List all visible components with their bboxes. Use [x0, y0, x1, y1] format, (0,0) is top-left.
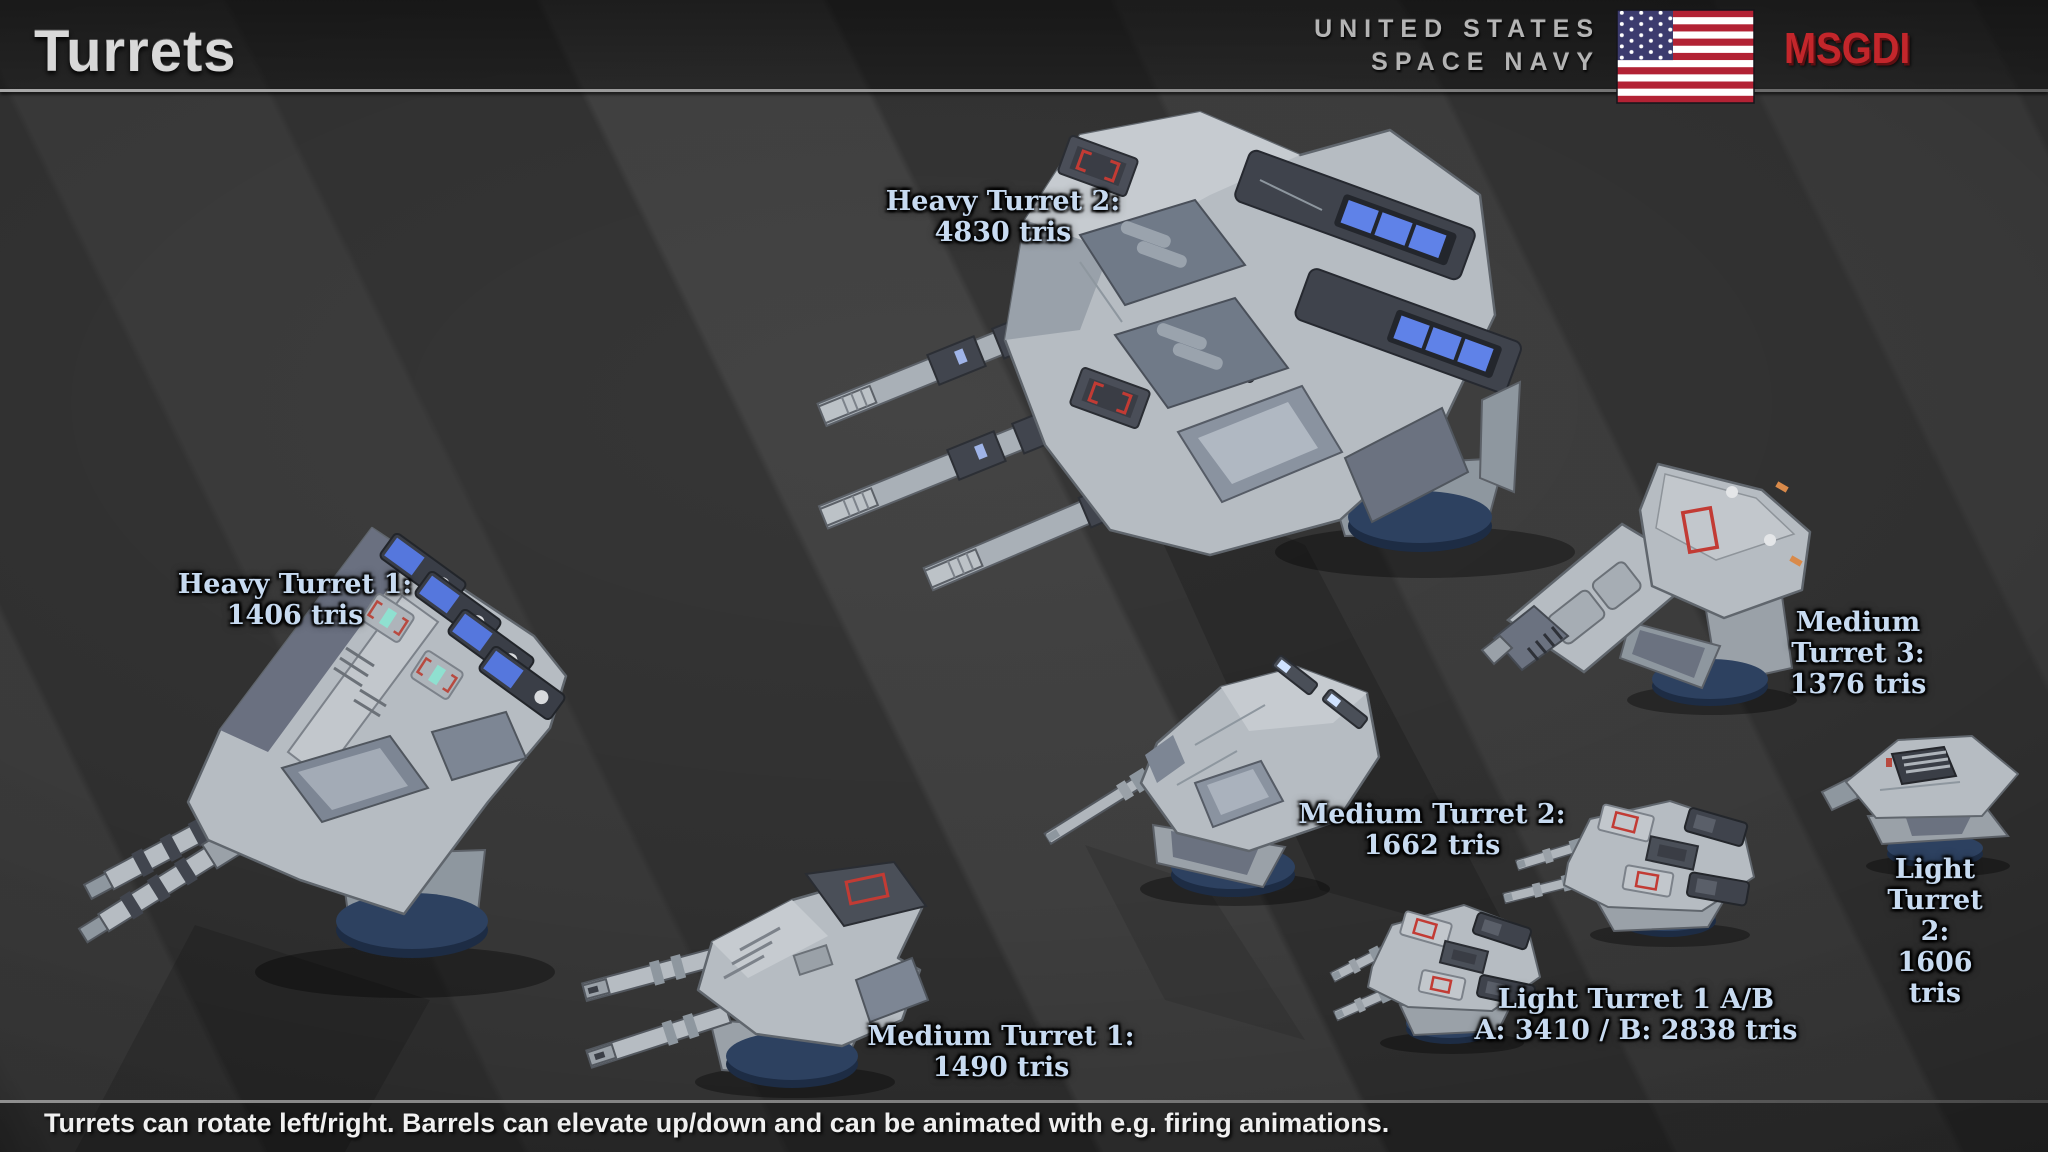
org-name-line2: SPACE NAVY — [1371, 48, 1600, 76]
turret-name: Heavy Turret 2: — [885, 186, 1121, 217]
turret-tris: 1406 tris — [226, 600, 364, 631]
us-flag-icon — [1616, 9, 1755, 104]
turret-name: Medium Turret 2: — [1298, 799, 1566, 830]
medium-turret-3-label: Medium Turret 3: 1376 tris — [1763, 607, 1953, 700]
header-divider — [0, 89, 2048, 92]
medium-turret-2-label: Medium Turret 2: 1662 tris — [1298, 799, 1565, 861]
medium-turret-3-render — [1480, 462, 1812, 715]
footer-bar — [0, 1103, 2048, 1152]
heavy-turret-2-render — [816, 110, 1575, 592]
light-turret-2-render — [1820, 735, 2019, 877]
medium-turret-1-label: Medium Turret 1: 1490 tris — [867, 1021, 1134, 1083]
turret-name: Medium Turret 1: — [867, 1021, 1135, 1052]
turret-tris: 4830 tris — [934, 217, 1072, 248]
medium-turret-2-render — [1043, 654, 1381, 906]
turret-tris: 1376 tris — [1789, 669, 1927, 700]
turret-tris: 1490 tris — [932, 1052, 1070, 1083]
turret-tris: 1606 tris — [1897, 947, 1973, 1009]
turret-name: Medium Turret 3: — [1791, 607, 1925, 669]
turret-tris: A: 3410 / B: 2838 tris — [1474, 1015, 1798, 1046]
page-title: Turrets — [34, 19, 237, 84]
light-turret-2-label: Light Turret 2: 1606 tris — [1879, 854, 1992, 1009]
heavy-turret-1-label: Heavy Turret 1: 1406 tris — [178, 569, 412, 631]
footer-caption: Turrets can rotate left/right. Barrels c… — [44, 1108, 1390, 1138]
heavy-turret-1-render — [77, 526, 568, 998]
footer-divider — [0, 1100, 2048, 1103]
light-turret-1b-render — [1329, 904, 1541, 1054]
light-turret-1-label: Light Turret 1 A/B A: 3410 / B: 2838 tri… — [1474, 984, 1797, 1046]
turret-tris: 1662 tris — [1363, 830, 1501, 861]
turret-name: Heavy Turret 1: — [177, 569, 413, 600]
msgdi-logo: MSGDI — [1784, 24, 1911, 73]
light-turret-1a-render — [1502, 800, 1755, 947]
heavy-turret-2-label: Heavy Turret 2: 4830 tris — [886, 186, 1120, 248]
turret-name: Light Turret 2: — [1887, 854, 1983, 947]
org-name-line1: UNITED STATES — [1314, 15, 1600, 43]
turret-name: Light Turret 1 A/B — [1497, 984, 1775, 1015]
org-name: UNITED STATES SPACE NAVY — [1314, 13, 1600, 79]
medium-turret-1-render — [580, 860, 930, 1098]
